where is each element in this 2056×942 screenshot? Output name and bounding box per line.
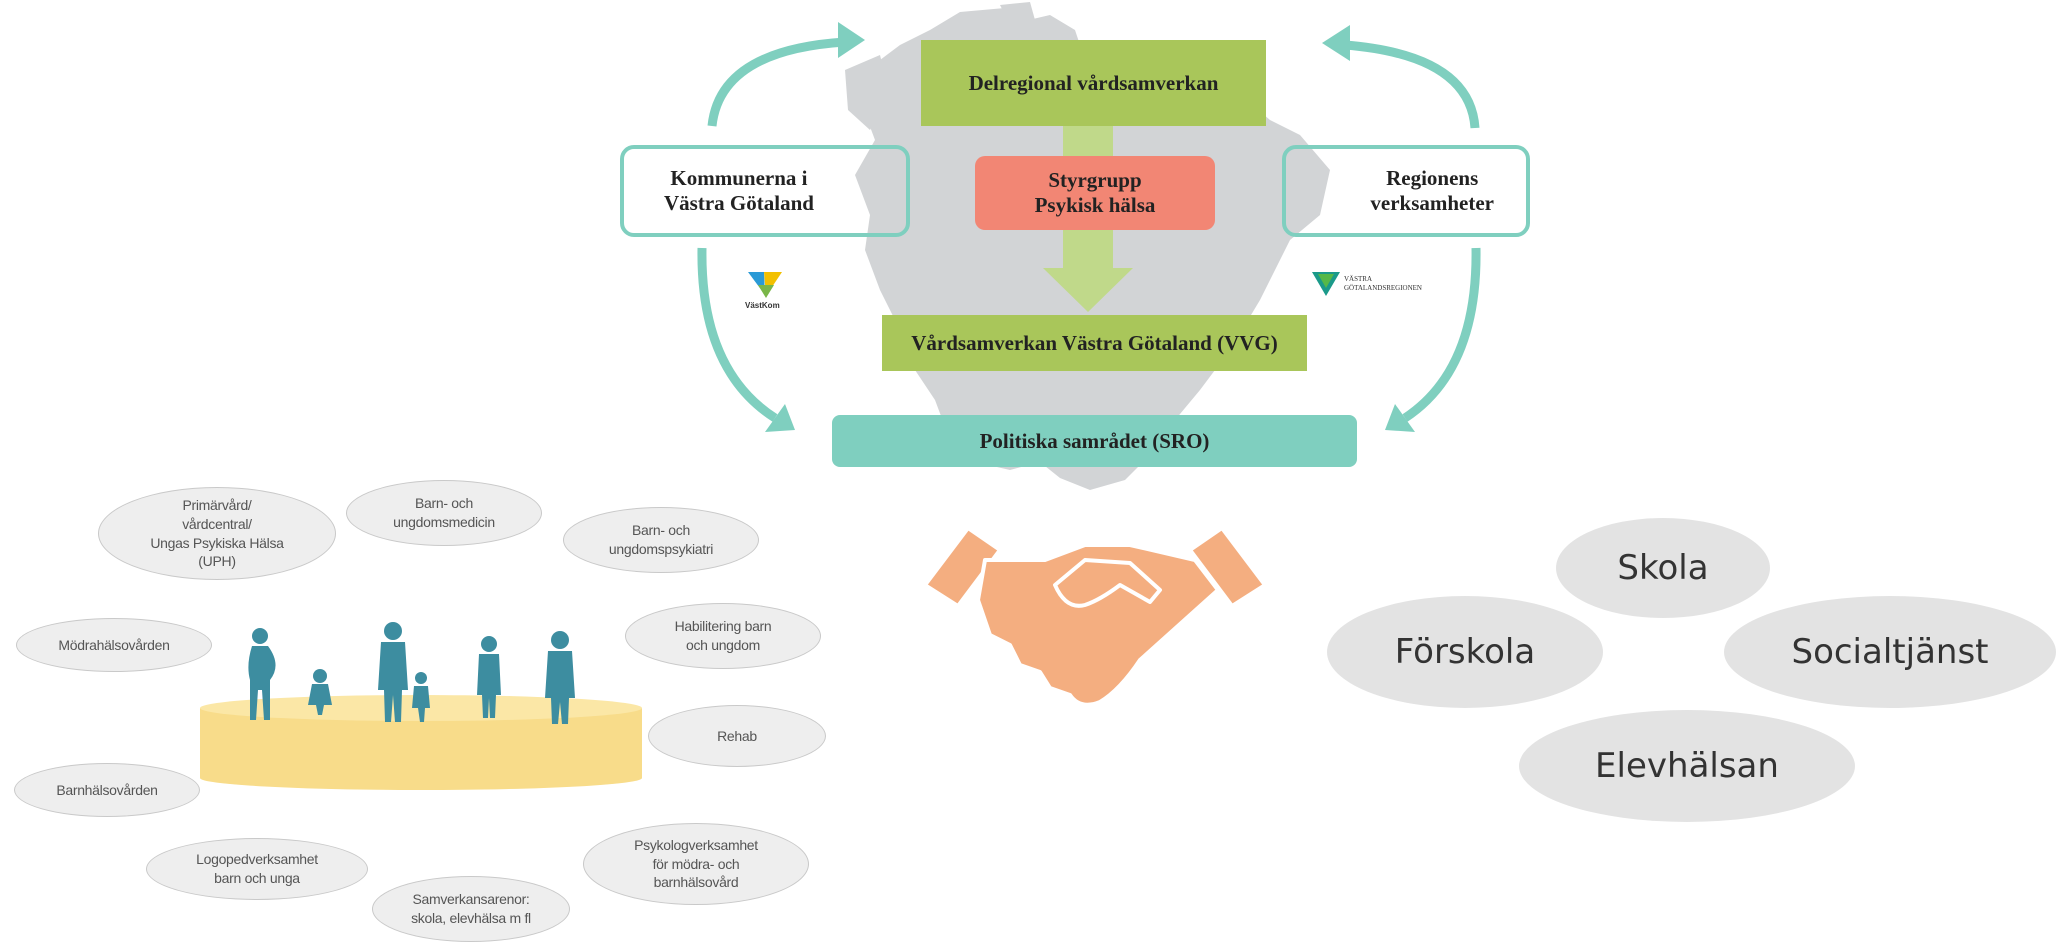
care-item-samverkansarenor: Samverkansarenor: skola, elevhälsa m fl [372,876,570,942]
care-item-primarvard: Primärvård/ vårdcentral/ Ungas Psykiska … [98,487,336,580]
regionens-box: Regionens verksamheter [1282,145,1530,237]
care-item-modrahalsovarden: Mödrahälsovården [16,618,212,672]
map-island [1000,2,1035,25]
care-item-barn-ungdomspsykiatri: Barn- och ungdomspsykiatri [563,507,759,573]
vastkom-logo-label: VästKom [745,301,780,310]
school-item-forskola: Förskola [1327,596,1603,708]
care-item-logopedverksamhet: Logopedverksamhet barn och unga [146,838,368,900]
care-item-psykologverksamhet: Psykologverksamhet för mödra- och barnhä… [583,823,809,905]
vgr-logo-label-2: GÖTALANDSREGIONEN [1344,284,1422,292]
family-people-icon [248,622,575,724]
curved-arrow-bottom-left-head [765,404,795,432]
vgr-logo-label-1: VÄSTRA [1344,275,1373,283]
styrgrupp-box: Styrgrupp Psykisk hälsa [975,156,1215,230]
flow-arrow-head [1043,268,1133,312]
school-item-skola: Skola [1556,518,1770,618]
curved-arrow-top-left-head [838,22,865,58]
delregional-box: Delregional vårdsamverkan [921,40,1266,126]
care-item-rehab: Rehab [648,705,826,767]
map-island [845,55,890,130]
vgr-logo-icon-b [1318,274,1334,288]
curved-arrow-top-right-head [1322,25,1350,61]
vastkom-logo-icon-c [758,285,774,298]
curved-arrow-bottom-left [697,247,778,422]
curved-arrow-bottom-right [1402,247,1481,422]
vvg-box: Vårdsamverkan Västra Götaland (VVG) [882,315,1307,371]
curved-arrow-top-right [1344,40,1480,129]
curved-arrow-top-left [707,37,846,127]
kommunerna-box: Kommunerna i Västra Götaland [620,145,910,237]
school-item-elevhalsan: Elevhälsan [1519,710,1855,822]
care-item-barnhalsovarden: Barnhälsovården [14,763,200,817]
school-item-socialtjanst: Socialtjänst [1724,596,2056,708]
sro-box: Politiska samrådet (SRO) [832,415,1357,467]
handshake-icon [923,526,1267,707]
curved-arrow-bottom-right-head [1385,404,1415,432]
care-item-habilitering: Habilitering barn och ungdom [625,603,821,669]
care-item-barn-ungdomsmedicin: Barn- och ungdomsmedicin [346,480,542,546]
